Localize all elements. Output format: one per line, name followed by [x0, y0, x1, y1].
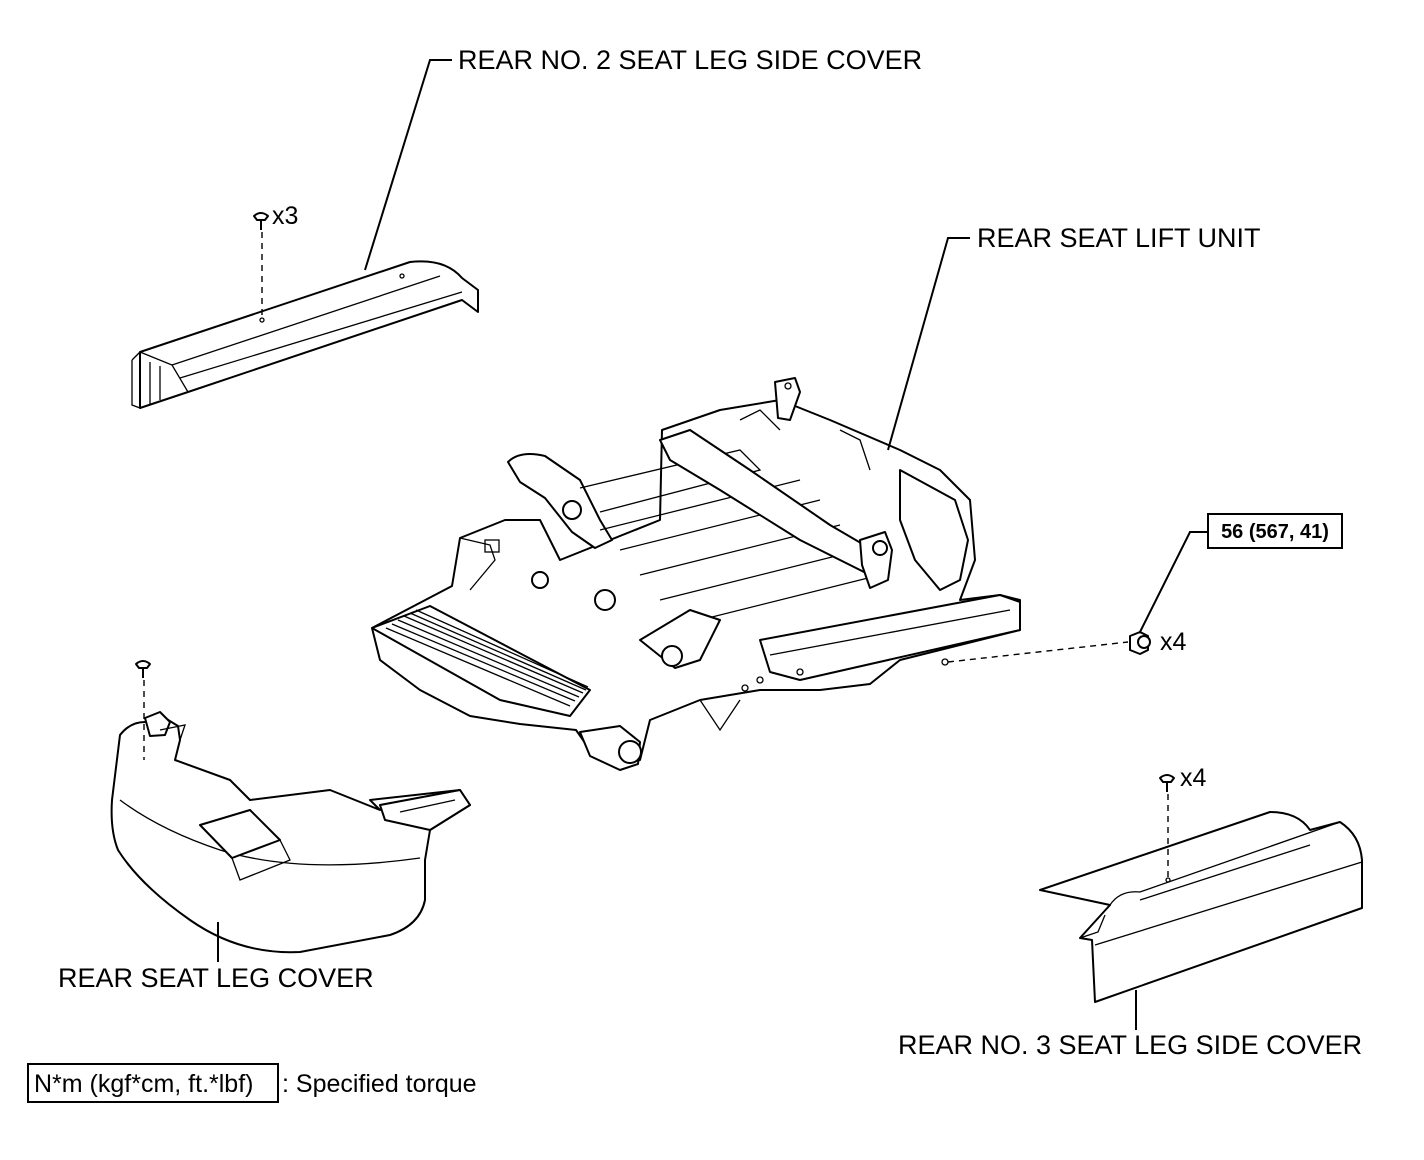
label-rear-no2-seat-leg-side-cover: REAR NO. 2 SEAT LEG SIDE COVER [458, 45, 922, 75]
lift-unit-bolt-icon [1129, 631, 1151, 655]
no3-cover-screw-qty: x4 [1180, 764, 1207, 792]
rear-no2-seat-leg-side-cover-part [131, 260, 479, 409]
legend-unit-text: N*m (kgf*cm, ft.*lbf) [34, 1070, 253, 1098]
lift-unit-bolt-qty: x4 [1160, 628, 1187, 656]
rear-no3-seat-leg-side-cover-part [1039, 811, 1363, 1003]
leader-lift-unit [887, 237, 970, 451]
no2-cover-screw-icon [253, 212, 269, 230]
label-rear-no3-seat-leg-side-cover: REAR NO. 3 SEAT LEG SIDE COVER [898, 1030, 1362, 1060]
no2-cover-screw-qty: x3 [272, 202, 298, 230]
leader-no2-cover [364, 59, 452, 271]
torque-spec-value: 56 (567, 41) [1221, 521, 1329, 543]
leg-cover-screw-icon [135, 660, 151, 678]
label-rear-seat-leg-cover: REAR SEAT LEG COVER [58, 963, 374, 993]
rear-seat-lift-unit-part [371, 377, 1021, 771]
leader-torque [1139, 531, 1208, 633]
legend-unit-box [27, 1063, 279, 1103]
torque-spec-box [1207, 513, 1343, 549]
no3-cover-screw-icon [1159, 774, 1175, 792]
rear-seat-leg-cover-part [110, 711, 471, 954]
legend-description: : Specified torque [282, 1070, 477, 1098]
label-rear-seat-lift-unit: REAR SEAT LIFT UNIT [977, 223, 1261, 253]
